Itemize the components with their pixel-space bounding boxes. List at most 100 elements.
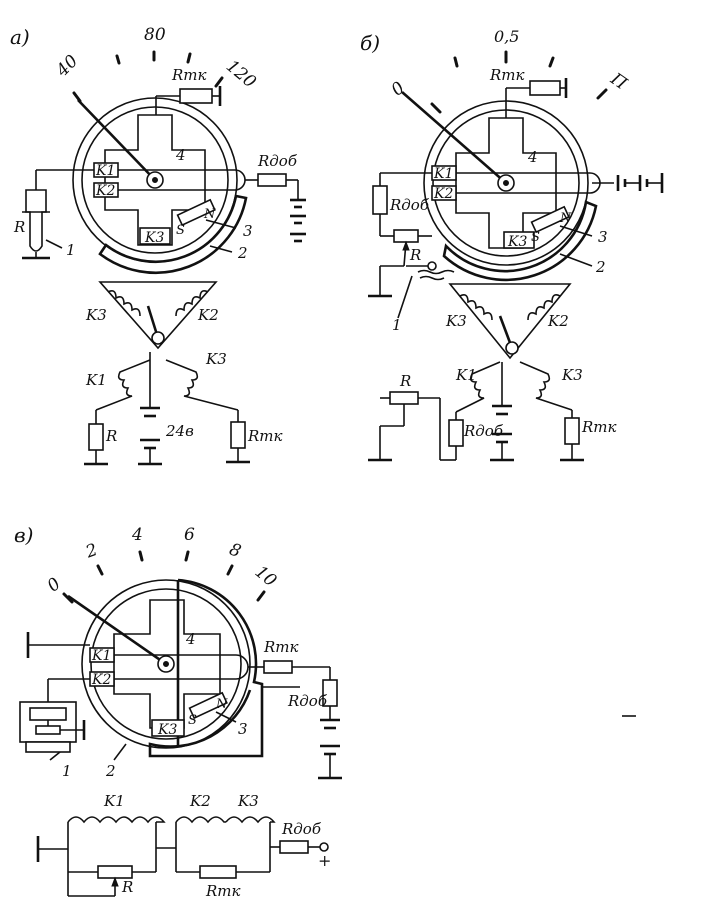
- panel-b: б) 0 0,5 П K1 K2 K3 S N 4 3 2: [360, 27, 664, 462]
- panel-a-sch-voltage: 24в: [165, 422, 194, 440]
- panel-c-schematic: K1 R K2 K3 Rтк Rдоб +: [36, 792, 331, 900]
- panel-b-sch-k1: K1: [455, 366, 477, 384]
- panel-b-k2-label: K2: [433, 186, 453, 202]
- panel-c-magnet: [188, 691, 228, 720]
- panel-c-num-2: 2: [105, 762, 116, 780]
- panel-c-n-label: N: [215, 697, 228, 712]
- panel-c-sch-k2: K2: [189, 792, 211, 810]
- panel-b-sensor-rheostat: [393, 229, 419, 243]
- panel-a-s-label: S: [176, 223, 185, 238]
- panel-a-sensor-r-label: R: [13, 218, 25, 236]
- panel-a-scale-120: 120: [222, 56, 260, 92]
- panel-a-scale-80: 80: [144, 25, 166, 45]
- panel-a-k1-label: K1: [95, 163, 115, 179]
- panel-a-rdob-label: Rдоб: [257, 152, 298, 170]
- panel-a-num-3: 3: [243, 222, 253, 240]
- panel-b-magnet-screen: [442, 200, 598, 282]
- panel-c-dial-outer: [81, 579, 251, 749]
- panel-b-num-1: 1: [392, 316, 402, 334]
- panel-b-label: б): [360, 31, 380, 55]
- panel-a-rdob-resistor: [257, 173, 287, 187]
- panel-a-k2-label: K2: [95, 183, 115, 199]
- panel-c: в) 0 2 4 6 8 10 K1 K2 K3 S N: [14, 523, 342, 900]
- panel-a-rtk-resistor: [179, 88, 213, 104]
- panel-b-k1-label: K1: [433, 166, 453, 182]
- panel-b-rtk-label: Rтк: [489, 66, 525, 84]
- panel-c-label: в): [14, 523, 33, 547]
- panel-b-sch-k3-left: K3: [445, 312, 467, 330]
- panel-b-k3-label: K3: [507, 234, 527, 250]
- panel-c-rtk-resistor: [263, 660, 293, 674]
- panel-c-magnet-screen: [148, 578, 264, 758]
- panel-b-scale-p: П: [606, 69, 631, 95]
- panel-b-num-3: 3: [598, 228, 608, 246]
- panel-c-sch-rtk: Rтк: [205, 882, 241, 900]
- panel-b-num-2: 2: [595, 258, 606, 276]
- panel-b-n-label: N: [559, 211, 572, 226]
- panel-a-rtk-label: Rтк: [171, 66, 207, 84]
- panel-b-sch-rtk: Rтк: [581, 418, 617, 436]
- panel-c-sch-rtk-resistor: [199, 865, 237, 879]
- panel-c-pointer: [67, 594, 167, 666]
- panel-b-sch-r: R: [399, 372, 411, 390]
- panel-c-sch-r: R: [121, 878, 133, 896]
- panel-a: a) 40 80 120 K1 K2 K3 S N 4: [10, 25, 306, 466]
- panel-a-core-cross: [104, 114, 206, 246]
- panel-a-magnet: [176, 198, 216, 227]
- panel-c-rdob-label: Rдоб: [287, 692, 328, 710]
- panel-c-coil-k3: [151, 719, 185, 737]
- panel-a-k3-label: K3: [144, 230, 164, 246]
- panel-a-battery: [290, 198, 306, 243]
- panel-c-scale-4: 4: [131, 525, 143, 545]
- panel-a-sensor: [25, 189, 47, 252]
- panel-b-sch-rdob: Rдоб: [463, 422, 504, 440]
- panel-c-num-4: 4: [185, 630, 196, 648]
- panel-b-schematic: K3 K2 K1 K3 Rдоб R: [368, 283, 617, 462]
- panel-b-magnet: [530, 205, 570, 234]
- panel-b-sch-k2: K2: [547, 312, 569, 330]
- panel-c-k3-label: K3: [157, 722, 177, 738]
- panel-b-num-4: 4: [527, 148, 538, 166]
- panel-a-sch-k2: K2: [197, 306, 219, 324]
- panel-c-num-1: 1: [62, 762, 72, 780]
- panel-a-label: a): [10, 25, 30, 49]
- panel-a-num-1: 1: [66, 241, 76, 259]
- panel-a-pointer: [77, 99, 156, 181]
- panel-c-sch-plus: +: [318, 851, 331, 870]
- panel-b-s-label: S: [531, 230, 540, 245]
- panel-c-k1-label: K1: [91, 648, 111, 664]
- panel-c-rtk-label: Rтк: [263, 638, 299, 656]
- panel-c-scale-6: 6: [184, 525, 195, 545]
- panel-a-schematic: K3 K2 K1 K3 R 24в Rтк: [84, 281, 283, 466]
- panel-a-n-label: N: [203, 207, 216, 222]
- panel-a-magnet-screen: [98, 194, 248, 274]
- panel-b-scale-ticks: [430, 50, 608, 114]
- panel-b-rdob-label: Rдоб: [389, 196, 430, 214]
- panel-c-sch-rdob-resistor: [279, 840, 309, 854]
- panel-c-scale-0: 0: [44, 574, 65, 596]
- panel-c-dial-inner: [90, 588, 242, 740]
- panel-b-rtk-resistor: [529, 80, 561, 96]
- panel-c-scale-8: 8: [227, 539, 244, 562]
- panel-c-scale-10: 10: [251, 562, 281, 591]
- panel-c-sch-k3: K3: [237, 792, 259, 810]
- panel-b-pointer: [401, 91, 507, 184]
- panel-a-sch-k3-right: K3: [205, 350, 227, 368]
- panel-a-sch-rtk: Rтк: [247, 427, 283, 445]
- panel-a-sch-k1: K1: [85, 371, 107, 389]
- panel-b-scale-05: 0,5: [494, 27, 519, 46]
- panel-b-rdob-resistor: [372, 185, 388, 215]
- panel-c-scale-ticks: [62, 550, 266, 604]
- panel-b-sch-k3-right: K3: [561, 366, 583, 384]
- panel-c-sch-rheostat: [97, 865, 133, 879]
- panel-b-sensor-r-label: R: [409, 246, 421, 264]
- panel-c-sch-k1: K1: [103, 792, 125, 810]
- panel-c-scale-2: 2: [82, 540, 100, 563]
- panel-a-dial-inner: [81, 106, 229, 254]
- panel-a-coil-k3: [139, 227, 171, 245]
- panel-c-num-3: 3: [238, 720, 248, 738]
- panel-c-sensor: [19, 701, 86, 753]
- panel-c-k2-label: K2: [91, 672, 111, 688]
- panel-c-s-label: S: [188, 713, 197, 728]
